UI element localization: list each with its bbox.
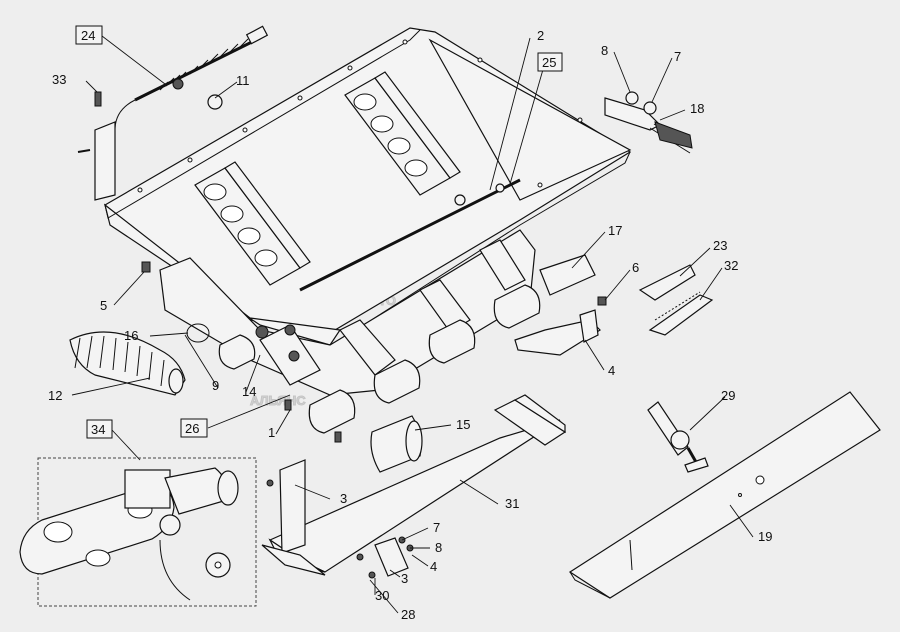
callout-25: 25: [542, 55, 556, 70]
callout-box-26: [180, 418, 208, 438]
washer-7: [643, 101, 657, 115]
callout-7-bottom: 7: [433, 520, 440, 535]
outlet-slots-left: [194, 161, 311, 286]
plate-32: [648, 294, 714, 336]
callout-24: 24: [81, 28, 95, 43]
callout-18: 18: [690, 101, 704, 116]
callout-9: 9: [212, 378, 219, 393]
callout-3-bottom: 3: [401, 571, 408, 586]
bracket-4b: [579, 309, 599, 343]
callout-box-25: [537, 52, 563, 72]
callout-8-bottom: 8: [435, 540, 442, 555]
leader-lines: [71, 35, 754, 614]
spring-bracket-18: [604, 97, 693, 154]
callout-29: 29: [721, 388, 735, 403]
bolt-6: [597, 296, 607, 306]
tube-15: [370, 415, 423, 473]
callout-4-right: 4: [608, 363, 615, 378]
callout-26: 26: [185, 421, 199, 436]
bolt-5: [141, 261, 151, 273]
cover-plate-19: [568, 391, 881, 599]
drive-assembly-34: [19, 457, 257, 607]
bracket-3-lower: [374, 537, 409, 577]
callout-box-34: [86, 419, 113, 439]
callout-8-top: 8: [601, 43, 608, 58]
callout-14: 14: [242, 384, 256, 399]
callout-6: 6: [632, 260, 639, 275]
callout-1: 1: [268, 425, 275, 440]
shaft-25: [299, 178, 521, 292]
flange-holes: [137, 39, 583, 193]
callout-23: 23: [713, 238, 727, 253]
callout-31: 31: [505, 496, 519, 511]
callout-box-24: [75, 25, 103, 45]
callout-16: 16: [124, 328, 138, 343]
callout-19: 19: [758, 529, 772, 544]
sensor-11: [207, 94, 223, 110]
watermark-line2: АЛЬЯНС: [250, 393, 306, 408]
bolt-1: [284, 399, 292, 411]
support-stand-3: [261, 459, 326, 576]
callout-30: 30: [375, 588, 389, 603]
callout-4-bottom: 4: [430, 559, 437, 574]
callout-34: 34: [91, 422, 105, 437]
bracket-17: [539, 254, 596, 296]
outlet-tubes: [218, 284, 541, 434]
callout-15: 15: [456, 417, 470, 432]
callout-33: 33: [52, 72, 66, 87]
metering-housings: [159, 229, 541, 434]
flexible-hose-12: [69, 331, 186, 396]
hopper-body: [103, 27, 632, 346]
sensor-plate: [94, 121, 116, 201]
bolt-33: [94, 91, 102, 107]
plate-23: [638, 264, 696, 301]
callout-28: 28: [401, 607, 415, 622]
callout-3-mid: 3: [340, 491, 347, 506]
bolt-28: [368, 571, 376, 579]
washer-8: [625, 91, 639, 105]
callout-7-top: 7: [674, 49, 681, 64]
callout-2: 2: [537, 28, 544, 43]
callout-17: 17: [608, 223, 622, 238]
callout-labels: 24 33 11 2 25 8 7 18 17 23 6 32 5 16 12 …: [48, 25, 772, 622]
outlet-slots-right: [344, 71, 461, 196]
callout-5: 5: [100, 298, 107, 313]
callout-12: 12: [48, 388, 62, 403]
callout-11: 11: [236, 73, 250, 88]
bracket-4: [514, 319, 601, 356]
handle-29: [647, 401, 709, 473]
cable-24: [114, 25, 269, 131]
callout-32: 32: [724, 258, 738, 273]
